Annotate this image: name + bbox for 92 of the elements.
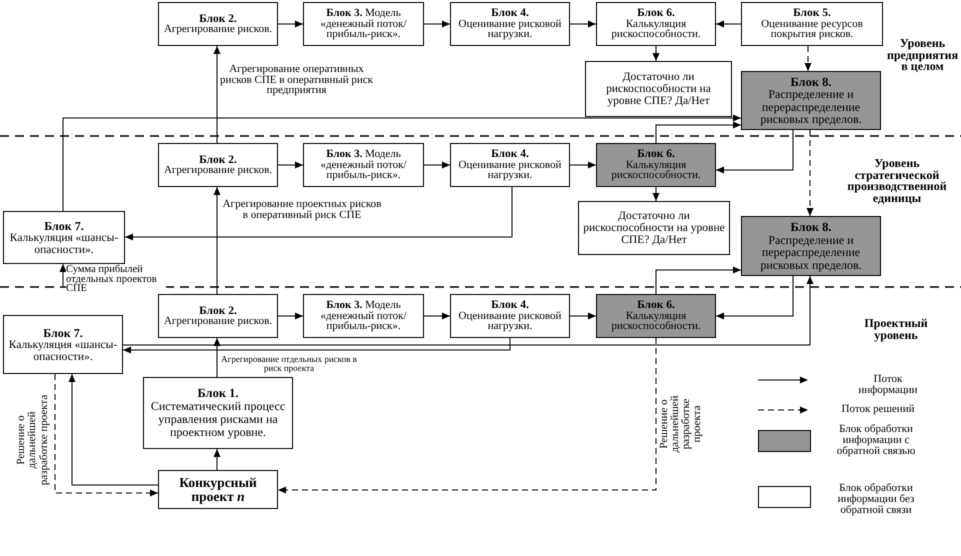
arrow [122, 276, 814, 346]
edge-label: Агрегирование отдельных рисков в риск проекта [218, 355, 360, 372]
arrow [60, 264, 66, 286]
process-box [741, 2, 883, 46]
arrow [122, 338, 510, 354]
block-title: Блок 6. [637, 149, 675, 160]
process-box [450, 294, 570, 338]
arrow [652, 46, 660, 62]
block-description: Блок 3. Модель «денежный поток/прибыль-риск». [319, 149, 408, 181]
block-description: Калькуляция «шансы-опасности». [8, 232, 120, 256]
block-title: Блок 6. [637, 300, 675, 311]
arrow [214, 448, 220, 470]
arrow [424, 312, 450, 320]
process-box [741, 216, 881, 276]
block-title: Блок 2. [199, 14, 237, 24]
edge-label: Сумма прибылей отдельных проектов СПЕ [66, 265, 166, 294]
block-description: Блок 3. Модель «денежный поток/прибыль-риск». [319, 300, 408, 332]
block-description: Калькуляция рискоспособности. [610, 18, 702, 40]
process-box [450, 143, 570, 187]
process-box [3, 315, 123, 374]
process-box [741, 71, 881, 130]
question-box [578, 201, 730, 255]
question-box [585, 61, 732, 117]
level-label: Уровень предприятия в целом [885, 38, 960, 72]
process-box [303, 2, 424, 46]
arrow [424, 20, 450, 28]
arrow [424, 162, 450, 168]
arrow [62, 114, 742, 212]
arrow [716, 130, 794, 174]
block-description: Оценивание рисковой нагрузки. [458, 18, 562, 40]
block-description: Блок 3. Модель «денежный поток/прибыль-риск». [319, 8, 408, 40]
dashed-arrow [804, 46, 812, 72]
arrow [278, 312, 304, 320]
dashed-arrow [278, 338, 656, 494]
arrow [656, 122, 742, 144]
process-box [158, 143, 278, 187]
arrow [656, 266, 742, 294]
block-title: Блок 4. [491, 300, 529, 311]
dashed-arrow [806, 130, 814, 216]
block-description: Оценивание ресурсов покрытия рисков. [760, 18, 864, 40]
block-title: Блок 8. [790, 221, 832, 234]
edge-label: Агрегирование проектных рисков в оперативный риск СПЕ [222, 199, 382, 220]
block-description: Распределение и перераспределение рисковых пределов. [759, 88, 863, 126]
block-description: Распределение и перераспределение рисковых пределов. [759, 234, 863, 271]
block-description: Калькуляция рискоспособности. [610, 160, 702, 181]
arrow [570, 162, 596, 168]
arrow [570, 312, 596, 320]
process-box [303, 294, 424, 338]
block-title: Блок 6. [637, 8, 675, 19]
arrow [214, 338, 220, 378]
block-description: Агрегирование рисков. [164, 165, 272, 176]
dashed-arrow [54, 374, 158, 496]
edge-label: Агрегирование оперативных рисков СПЕ в оперативный риск предприятия [219, 64, 374, 96]
arrow [124, 186, 512, 240]
arrow [278, 20, 304, 28]
arrow [214, 186, 220, 294]
block-description: Калькуляция рискоспособности. [610, 310, 702, 332]
block-title: Блок 5. [793, 8, 831, 19]
process-box [158, 2, 278, 46]
block-description: Калькуляция «шансы-опасности». [8, 338, 118, 362]
block-description: Агрегирование рисков. [164, 316, 272, 326]
block-title: Конкурсный проект n [178, 476, 258, 504]
arrow [278, 162, 304, 168]
process-box [303, 143, 424, 187]
process-box [596, 2, 716, 46]
arrow [716, 20, 742, 28]
process-box [596, 143, 716, 187]
block-description: Оценивание рисковой нагрузки. [458, 160, 562, 181]
arrow [68, 374, 158, 486]
block-title: Блок 4. [491, 149, 529, 160]
block-description: Агрегирование рисков. [164, 24, 272, 34]
block-description: Систематический процесс управления рисками на проектном уровне. [150, 400, 286, 439]
arrow [570, 20, 596, 28]
block-title: Блок 7. [44, 220, 84, 232]
process-box [450, 2, 570, 46]
process-box [596, 294, 716, 338]
arrow [716, 276, 794, 320]
process-box [143, 377, 293, 449]
block-title: Блок 4. [491, 8, 529, 19]
process-box [3, 211, 125, 264]
block-title: Блок 8. [790, 76, 832, 88]
process-box [158, 470, 278, 509]
block-description: Оценивание рисковой нагрузки. [458, 310, 562, 332]
block-title: Блок 2. [199, 154, 237, 165]
block-title: Блок 2. [199, 306, 237, 316]
arrow [652, 186, 660, 202]
block-title: Блок 7. [43, 326, 83, 338]
process-box [158, 294, 278, 338]
block-title: Блок 1. [197, 387, 239, 400]
question-text: Достаточно ли рискоспособности на уровне СПЕ? Да/Нет [582, 210, 726, 246]
question-text: Достаточно ли рискоспособности на уровне СПЕ? Да/Нет [605, 71, 712, 107]
arrow [214, 46, 220, 144]
